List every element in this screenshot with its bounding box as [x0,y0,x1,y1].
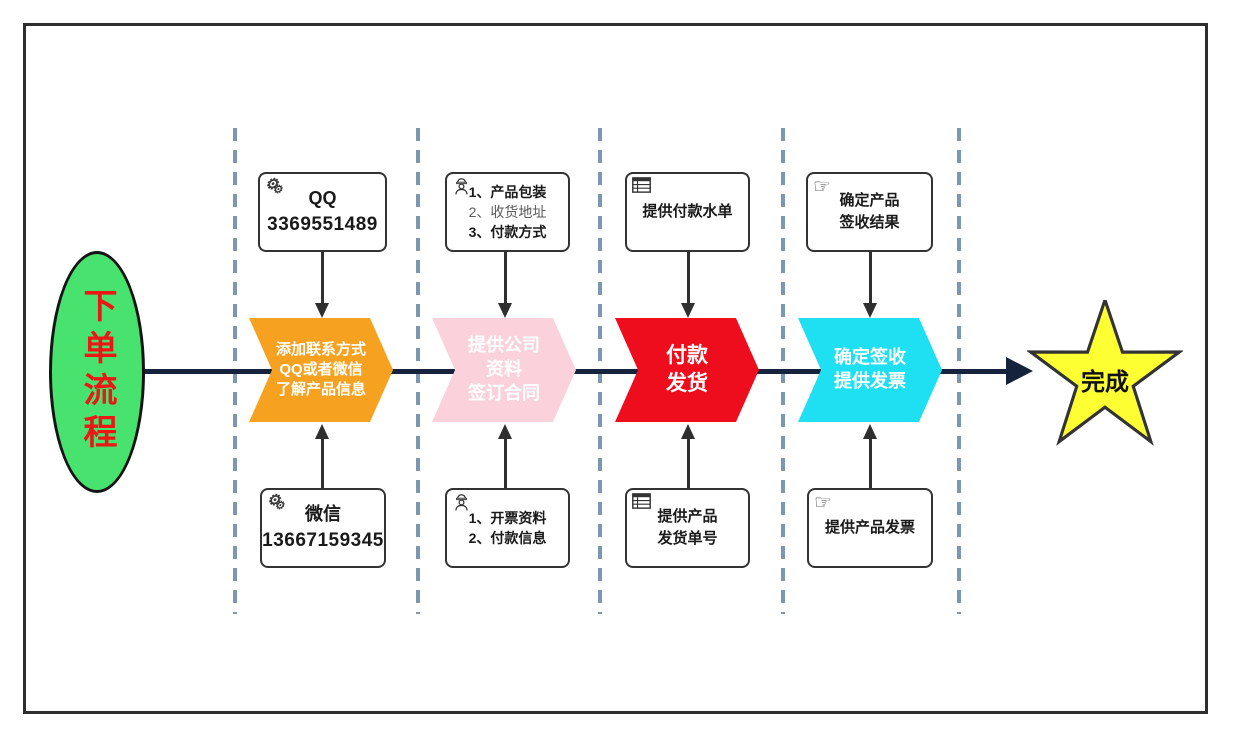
arrow-down-icon [498,303,512,318]
info-box-shipping-number: 提供产品 发货单号 [625,488,750,568]
arrow-up-icon [315,424,329,439]
gears-icon: ⚙⚙ [265,176,283,196]
info-box-wechat: ⚙⚙ 微信 13667159345 [260,488,386,568]
table-icon [632,493,651,513]
box-line: QQ [308,188,337,209]
info-box-order-details: 1、产品包装 2、收货地址 3、付款方式 [445,172,570,252]
box-line: 提供产品 [657,508,718,526]
connector-line [504,438,507,488]
box-line: 1、开票资料 [468,509,547,526]
connector-line [869,438,872,488]
stage-chevron-payment: 付款 发货 [615,318,759,422]
box-line: 2、付款信息 [468,530,547,546]
arrow-down-icon [315,303,329,318]
connector-line [869,252,872,304]
arrow-down-icon [681,303,695,318]
connector-line [504,252,507,304]
stage-chevron-company-info: 提供公司 资料 签订合同 [432,318,576,422]
connector-line [687,252,690,304]
start-oval-label: 下单流程 [78,288,116,456]
info-box-payment-slip: 提供付款水单 [625,172,750,252]
info-box-invoice-info: 1、开票资料 2、付款信息 [445,488,570,568]
connector-line [321,252,324,304]
stage-chevron-receipt: 确定签收 提供发票 [798,318,942,422]
box-line: 发货单号 [657,530,718,547]
outer-border [23,23,1208,714]
engineer-icon [452,493,471,516]
box-line: 3369551489 [267,214,378,236]
finish-star: 完成 [1027,300,1183,452]
info-box-qq: ⚙⚙ QQ 3369551489 [258,172,387,252]
pointing-hand-icon: ☞ [813,176,831,198]
box-line: 1、产品包装 [468,183,547,200]
finish-star-label: 完成 [1081,369,1129,396]
box-line: 提供付款水单 [642,203,733,221]
arrow-up-icon [498,424,512,439]
gears-icon: ⚙⚙ [267,492,285,512]
engineer-icon [452,177,471,200]
box-line: 确定产品 [839,192,900,210]
box-line: 2、收货地址 [468,203,547,220]
connector-line [321,438,324,488]
connector-line [687,438,690,488]
arrow-down-icon [863,303,877,318]
star-shape [1027,300,1183,446]
pointing-hand-icon: ☞ [814,492,832,514]
main-flow-arrowhead [1006,357,1033,385]
info-box-product-invoice: ☞ 提供产品发票 [807,488,933,568]
box-line: 提供产品发票 [824,519,915,537]
box-line: 签收结果 [839,214,900,231]
box-line: 微信 [305,504,341,525]
info-box-receipt-result: ☞ 确定产品 签收结果 [806,172,933,252]
arrow-up-icon [863,424,877,439]
box-line: 13667159345 [262,530,384,552]
arrow-up-icon [681,424,695,439]
start-oval: 下单流程 [49,251,145,493]
stage-chevron-contact: 添加联系方式 QQ或者微信 了解产品信息 [249,318,393,422]
table-icon [632,177,651,197]
main-flow-line [145,369,1008,374]
box-line: 3、付款方式 [468,224,547,241]
